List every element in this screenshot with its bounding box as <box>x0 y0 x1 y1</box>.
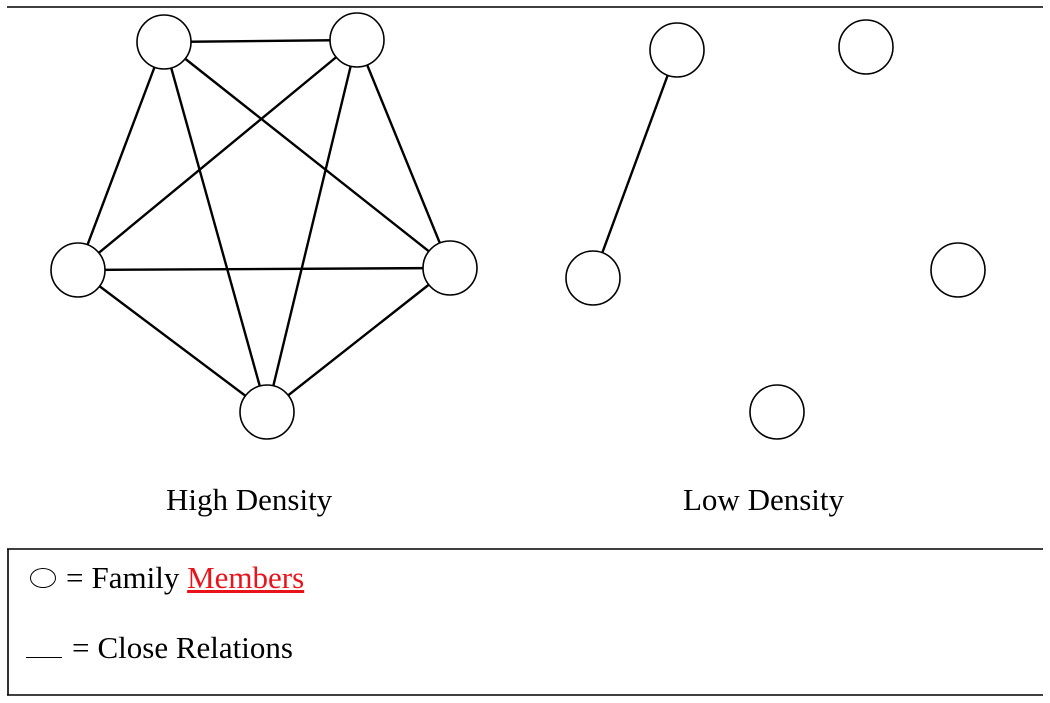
low-density-network <box>565 19 986 440</box>
edge <box>355 39 452 269</box>
family-member-node <box>329 12 385 68</box>
members-link[interactable]: Members <box>187 560 305 595</box>
legend-relations-text: Close Relations <box>97 630 293 665</box>
family-member-node <box>136 14 192 70</box>
family-member-node <box>565 250 621 306</box>
edge <box>77 39 358 271</box>
line-icon <box>26 656 62 658</box>
family-member-node <box>239 384 295 440</box>
edge <box>591 49 679 279</box>
family-member-node <box>930 242 986 298</box>
family-member-node <box>50 242 106 298</box>
legend-equals: = <box>66 560 84 595</box>
edge <box>162 41 269 413</box>
family-member-node <box>422 240 478 296</box>
edge <box>76 41 166 271</box>
low-density-edges <box>591 49 679 279</box>
edge <box>163 41 451 269</box>
high-density-network <box>50 12 478 440</box>
legend-family-members: = Family Members <box>26 560 304 596</box>
edge <box>266 267 451 413</box>
edge <box>77 266 451 272</box>
edge <box>77 269 268 413</box>
high-density-edges <box>76 38 452 413</box>
legend-equals: = <box>72 630 90 665</box>
legend-close-relations: = Close Relations <box>26 630 293 666</box>
edge <box>163 38 358 44</box>
legend-members-prefix: Family <box>91 560 180 595</box>
edge <box>265 39 359 413</box>
family-member-node <box>649 22 705 78</box>
family-member-node <box>749 384 805 440</box>
circle-icon <box>30 568 56 588</box>
family-member-node <box>838 19 894 75</box>
high-density-caption: High Density <box>166 482 333 517</box>
low-density-caption: Low Density <box>683 482 845 517</box>
low-density-nodes <box>565 19 986 440</box>
high-density-nodes <box>50 12 478 440</box>
